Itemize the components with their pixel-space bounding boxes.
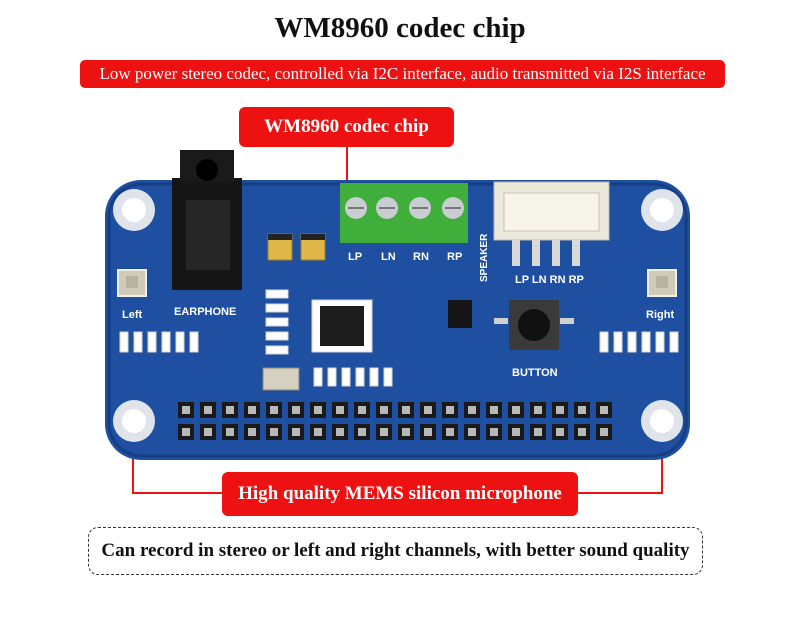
gpio-pin-contact [270,406,278,414]
gpio-pin-contact [600,428,608,436]
gpio-pin-contact [534,406,542,414]
gpio-pin-contact [534,428,542,436]
gpio-pin-contact [556,428,564,436]
gpio-pin-contact [380,428,388,436]
resistor-row-lower [313,367,393,387]
gpio-pin-contact [358,428,366,436]
gpio-pin-contact [182,406,190,414]
pcb-board [105,180,690,460]
gpio-pin-contact [512,428,520,436]
gpio-pin-contact [204,406,212,414]
gpio-pin-contact [490,428,498,436]
page-title: WM8960 codec chip [274,12,526,44]
speaker-label: SPEAKER [479,233,490,282]
screw-terminal [340,183,468,243]
gpio-pin-contact [314,428,322,436]
gpio-pin-contact [424,406,432,414]
gpio-pin-contact [446,428,454,436]
gpio-pin-contact [578,406,586,414]
left-label: Left [122,309,143,321]
capacitor-2 [300,233,326,261]
mounting-hole-tl [113,189,155,231]
gpio-pin-contact [512,406,520,414]
gpio-pin-contact [358,406,366,414]
gpio-pin-contact [446,406,454,414]
gpio-pin-contact [226,406,234,414]
gpio-pin-contact [578,428,586,436]
mounting-hole-bl [113,400,155,442]
capacitor-1 [267,233,293,261]
recording-note: Can record in stereo or left and right c… [88,527,703,575]
gpio-pin-contact [424,428,432,436]
gpio-pin-contact [292,406,300,414]
gpio-pin-contact [556,406,564,414]
terminal-label-rp: RP [447,251,462,263]
gpio-pin-contact [402,428,410,436]
gpio-pin-contact [336,406,344,414]
terminal-label-ln: LN [381,251,396,263]
right-label: Right [646,309,674,321]
gpio-pin-contact [292,428,300,436]
gpio-pin-contact [248,428,256,436]
codec-chip [311,299,373,353]
speaker-connector [493,181,610,266]
earphone-jack [172,150,242,290]
gpio-pin-contact [490,406,498,414]
gpio-pin-contact [226,428,234,436]
resistor-row-right [599,331,679,353]
gpio-pin-contact [402,406,410,414]
right-mic [647,269,677,297]
feature-banner: Low power stereo codec, controlled via I… [80,60,725,88]
push-button [494,300,574,350]
gpio-pin-contact [182,428,190,436]
button-label: BUTTON [512,367,558,379]
gpio-pin-contact [600,406,608,414]
gpio-pin-contact [336,428,344,436]
gpio-pin-contact [270,428,278,436]
mounting-hole-tr [641,189,683,231]
gpio-header [178,402,612,440]
earphone-label: EARPHONE [174,306,236,318]
gpio-pin-contact [314,406,322,414]
microphone-callout: High quality MEMS silicon microphone [222,472,578,516]
transistor [448,300,472,328]
codec-chip-callout: WM8960 codec chip [239,107,454,147]
gpio-pin-contact [468,406,476,414]
capacitor-3 [262,367,300,391]
resistor-column-left [265,289,289,355]
connector-pin-labels: LP LN RN RP [515,274,584,286]
terminal-label-lp: LP [348,251,362,263]
gpio-pin-contact [248,406,256,414]
left-mic [117,269,147,297]
gpio-pin-contact [468,428,476,436]
gpio-pin-contact [380,406,388,414]
resistor-row-left [119,331,199,353]
terminal-label-rn: RN [413,251,429,263]
mounting-hole-br [641,400,683,442]
gpio-pin-contact [204,428,212,436]
